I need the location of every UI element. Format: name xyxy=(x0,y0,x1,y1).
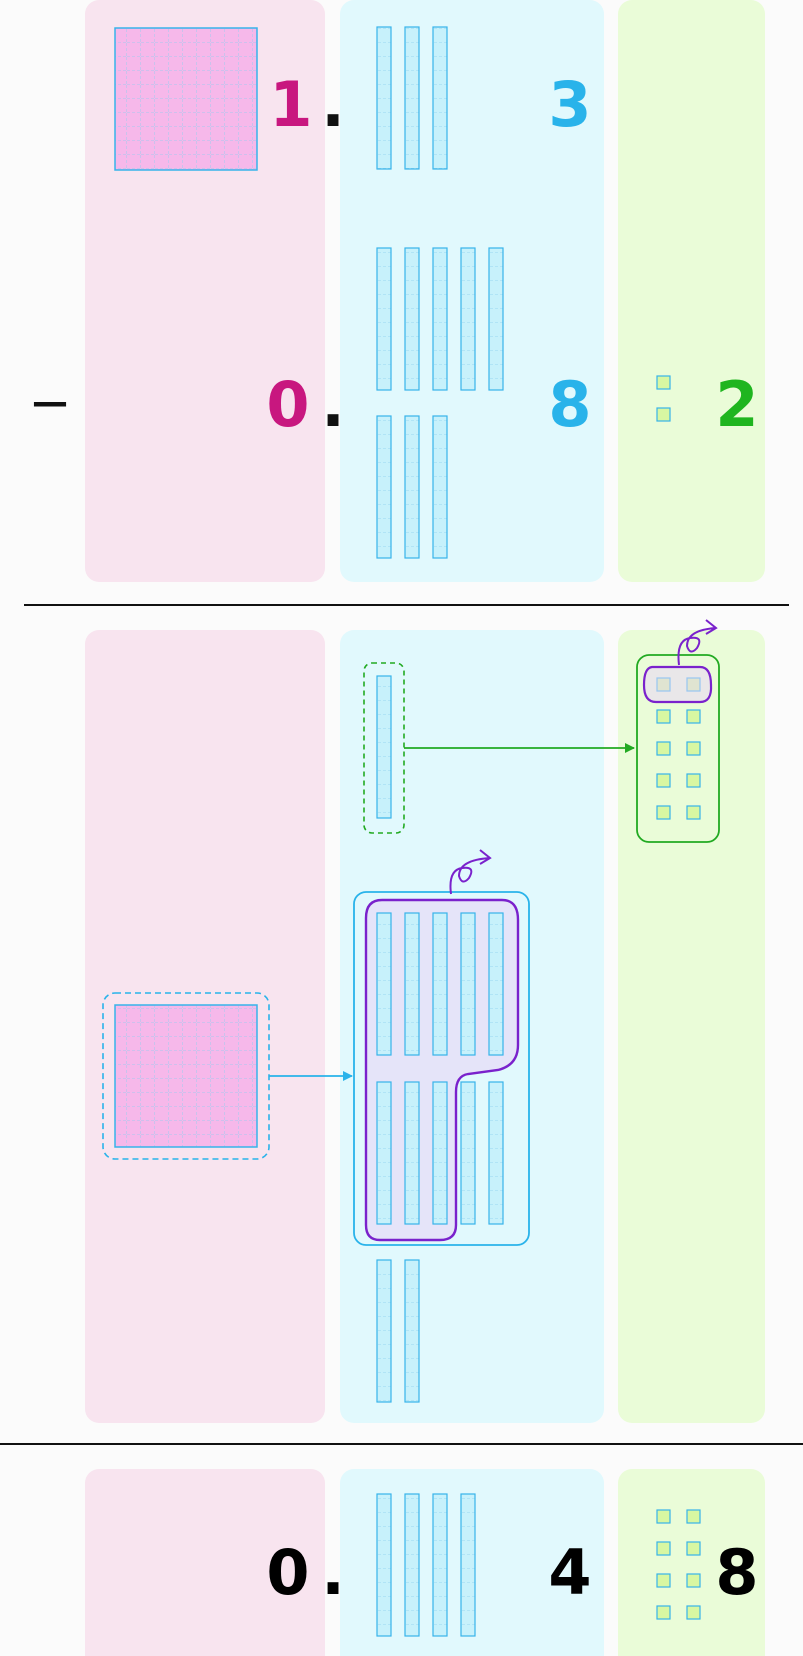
tenth-rod xyxy=(432,912,448,1056)
result-hundredths-digit: 8 xyxy=(715,1536,758,1609)
result-rods xyxy=(376,1493,476,1637)
tenth-rod xyxy=(404,1259,420,1403)
tenth-rod xyxy=(376,247,392,391)
tenth-rod xyxy=(460,247,476,391)
hundredth-cube xyxy=(656,1573,671,1588)
hundredth-cube xyxy=(656,741,671,756)
minuend-ones-digit: 1 xyxy=(269,68,312,141)
hundredth-cube xyxy=(686,805,701,820)
tenth-rod xyxy=(376,26,392,170)
result-cubes xyxy=(656,1509,701,1620)
subtrahend-decimal-point: . xyxy=(321,368,345,441)
tenth-rod xyxy=(376,1081,392,1225)
result-ones-digit: 0 xyxy=(266,1536,309,1609)
tenth-rod xyxy=(404,247,420,391)
tenth-rod xyxy=(460,1493,476,1637)
hundredth-cube xyxy=(656,709,671,724)
hundredth-cube xyxy=(686,1541,701,1556)
regroup-flat-source xyxy=(102,992,270,1160)
hundredth-cube xyxy=(656,805,671,820)
hundredth-cube xyxy=(686,709,701,724)
tenth-rod xyxy=(404,912,420,1056)
ones-column-bottom xyxy=(85,1469,325,1656)
regrouped-rods-group xyxy=(353,849,530,1246)
tenth-rod xyxy=(376,1259,392,1403)
tenth-rod xyxy=(432,415,448,559)
subtrahend-hundredths-digit: 2 xyxy=(715,368,758,441)
tenth-rod xyxy=(432,247,448,391)
crossed-out-rods-outline xyxy=(364,898,520,1242)
tenth-rod xyxy=(488,912,504,1056)
hundredths-column-middle xyxy=(618,630,765,1423)
hundredth-cube xyxy=(686,1509,701,1524)
regrouped-cubes-group xyxy=(636,619,720,843)
tenth-rod xyxy=(404,26,420,170)
take-away-arrow-rods xyxy=(449,849,492,895)
minuend-rods xyxy=(376,26,448,170)
tenth-rod xyxy=(404,415,420,559)
tenth-rod xyxy=(432,1081,448,1225)
tenth-rod xyxy=(460,912,476,1056)
subtrahend-rods xyxy=(376,247,504,559)
tenth-rod xyxy=(404,1081,420,1225)
tenth-rod xyxy=(432,1493,448,1637)
result-tenths-digit: 4 xyxy=(548,1536,591,1609)
result-decimal-point: . xyxy=(321,1536,345,1609)
take-away-arrow-cubes xyxy=(677,619,718,666)
crossed-out-cubes-outline xyxy=(642,665,713,704)
tenth-rod xyxy=(404,1493,420,1637)
hundredths-column-bottom xyxy=(618,1469,765,1656)
column-backgrounds xyxy=(85,0,765,1656)
minuend-flat xyxy=(114,27,258,171)
tenth-rod xyxy=(488,1081,504,1225)
hundredth-cube xyxy=(686,1605,701,1620)
minus-sign: — xyxy=(32,382,68,423)
regroup-rod-source xyxy=(363,662,405,834)
tenth-rod xyxy=(488,247,504,391)
tenth-rod xyxy=(376,415,392,559)
tenth-rod xyxy=(376,1493,392,1637)
hundredth-cube xyxy=(656,1541,671,1556)
hundredth-cube xyxy=(656,1509,671,1524)
hundredth-cube xyxy=(686,741,701,756)
hundredths-column-top xyxy=(618,0,765,582)
hundredth-cube xyxy=(686,773,701,788)
remaining-rods xyxy=(376,1259,420,1403)
hundredth-cube xyxy=(656,773,671,788)
tenth-rod xyxy=(460,1081,476,1225)
subtrahend-ones-digit: 0 xyxy=(266,368,309,441)
subtrahend-cubes xyxy=(656,375,671,422)
subtrahend-tenths-digit: 8 xyxy=(548,368,591,441)
hundredth-cube xyxy=(656,1605,671,1620)
tenth-rod xyxy=(376,912,392,1056)
tenth-rod xyxy=(432,26,448,170)
minuend-tenths-digit: 3 xyxy=(548,68,591,141)
minuend-decimal-point: . xyxy=(321,68,345,141)
hundredth-cube xyxy=(686,1573,701,1588)
